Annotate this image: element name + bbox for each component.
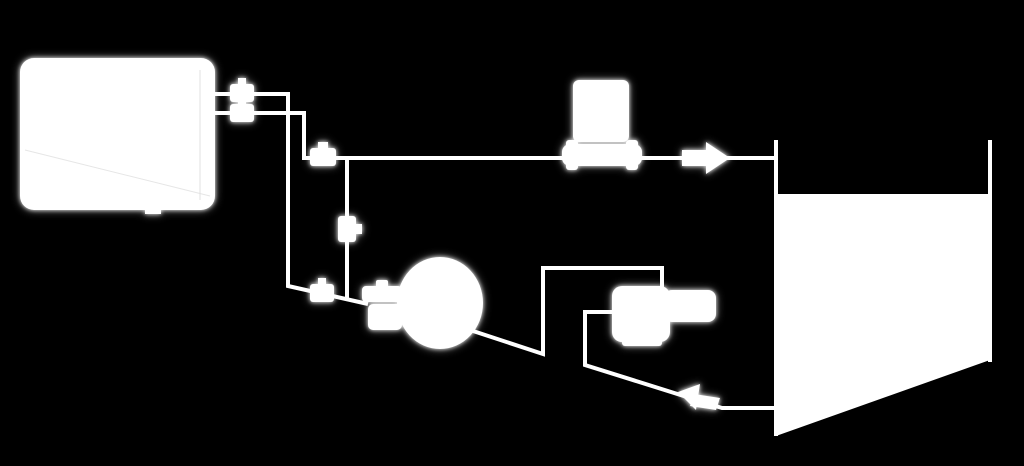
pool-basin-icon [774,140,992,436]
circulation-pump-icon [612,286,716,346]
pipe-heatpump-inlet [214,111,775,160]
pipe-filter-to-pump [469,266,664,357]
flow-arrow-right-icon [682,142,730,174]
valve-icon [338,216,362,242]
salt-chlorinator-icon [562,80,642,170]
pipe-heatpump-outlet [214,92,369,306]
valve-icon [230,78,254,102]
valve-icon [310,142,336,166]
valve-icon [310,278,334,302]
valve-icon [230,98,254,122]
sand-filter-icon [362,257,483,349]
pipe-network [214,92,775,410]
pipe-pool-to-pump [583,310,775,410]
flow-arrow-left-icon [678,384,720,410]
heat-pump-unit-icon [20,58,215,214]
